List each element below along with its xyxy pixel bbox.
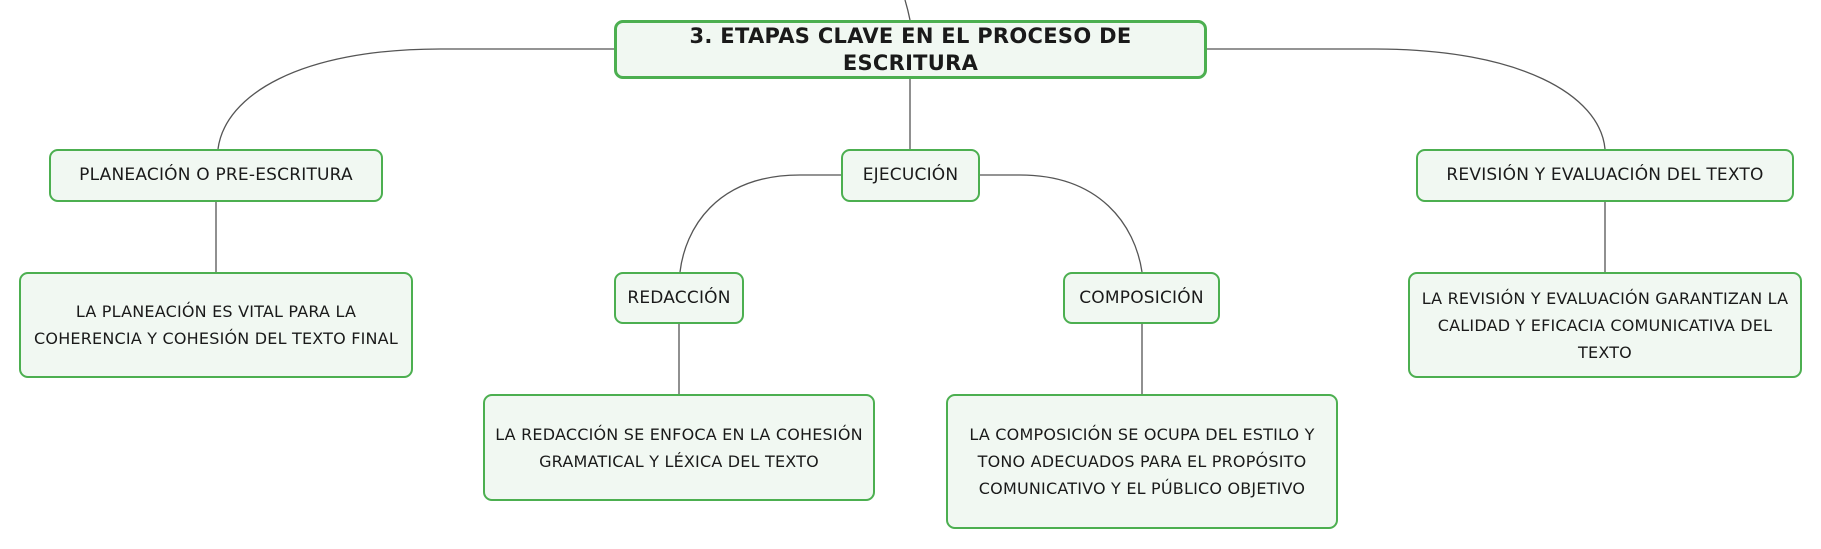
node-revision-label: REVISIÓN Y EVALUACIÓN DEL TEXTO (1446, 165, 1764, 185)
node-planeacion-detail[interactable]: LA PLANEACIÓN ES VITAL PARA LA COHERENCI… (19, 272, 413, 378)
node-composicion-detail[interactable]: LA COMPOSICIÓN SE OCUPA DEL ESTILO Y TON… (946, 394, 1338, 529)
node-composicion[interactable]: COMPOSICIÓN (1063, 272, 1220, 324)
connector-ejecucion-to-redaccion (679, 174, 841, 273)
node-ejecucion[interactable]: EJECUCIÓN (841, 149, 980, 202)
connector-ejecucion-to-composicion (980, 174, 1143, 273)
node-composicion-label: COMPOSICIÓN (1079, 287, 1204, 308)
node-redaccion-detail[interactable]: LA REDACCIÓN SE ENFOCA EN LA COHESIÓN GR… (483, 394, 875, 501)
node-revision-detail-text: LA REVISIÓN Y EVALUACIÓN GARANTIZAN LA C… (1421, 288, 1789, 362)
node-planeacion[interactable]: PLANEACIÓN O PRE-ESCRITURA (49, 149, 383, 202)
node-redaccion-detail-text: LA REDACCIÓN SE ENFOCA EN LA COHESIÓN GR… (495, 424, 863, 471)
node-composicion-detail-text: LA COMPOSICIÓN SE OCUPA DEL ESTILO Y TON… (969, 425, 1315, 498)
node-ejecucion-label: EJECUCIÓN (862, 165, 959, 185)
node-planeacion-label: PLANEACIÓN O PRE-ESCRITURA (79, 165, 353, 185)
central-topic[interactable]: 3. ETAPAS CLAVE EN EL PROCESO DE ESCRITU… (614, 20, 1207, 79)
node-redaccion-label: REDACCIÓN (627, 287, 731, 308)
connector-parent-to-title (904, 0, 911, 21)
node-planeacion-detail-text: LA PLANEACIÓN ES VITAL PARA LA COHERENCI… (34, 302, 398, 348)
node-revision-detail[interactable]: LA REVISIÓN Y EVALUACIÓN GARANTIZAN LA C… (1408, 272, 1802, 378)
connector-title-to-planeacion (217, 48, 614, 150)
node-redaccion[interactable]: REDACCIÓN (614, 272, 744, 324)
central-topic-label: 3. ETAPAS CLAVE EN EL PROCESO DE ESCRITU… (689, 23, 1132, 75)
node-revision[interactable]: REVISIÓN Y EVALUACIÓN DEL TEXTO (1416, 149, 1794, 202)
connector-title-to-revision (1207, 48, 1606, 150)
